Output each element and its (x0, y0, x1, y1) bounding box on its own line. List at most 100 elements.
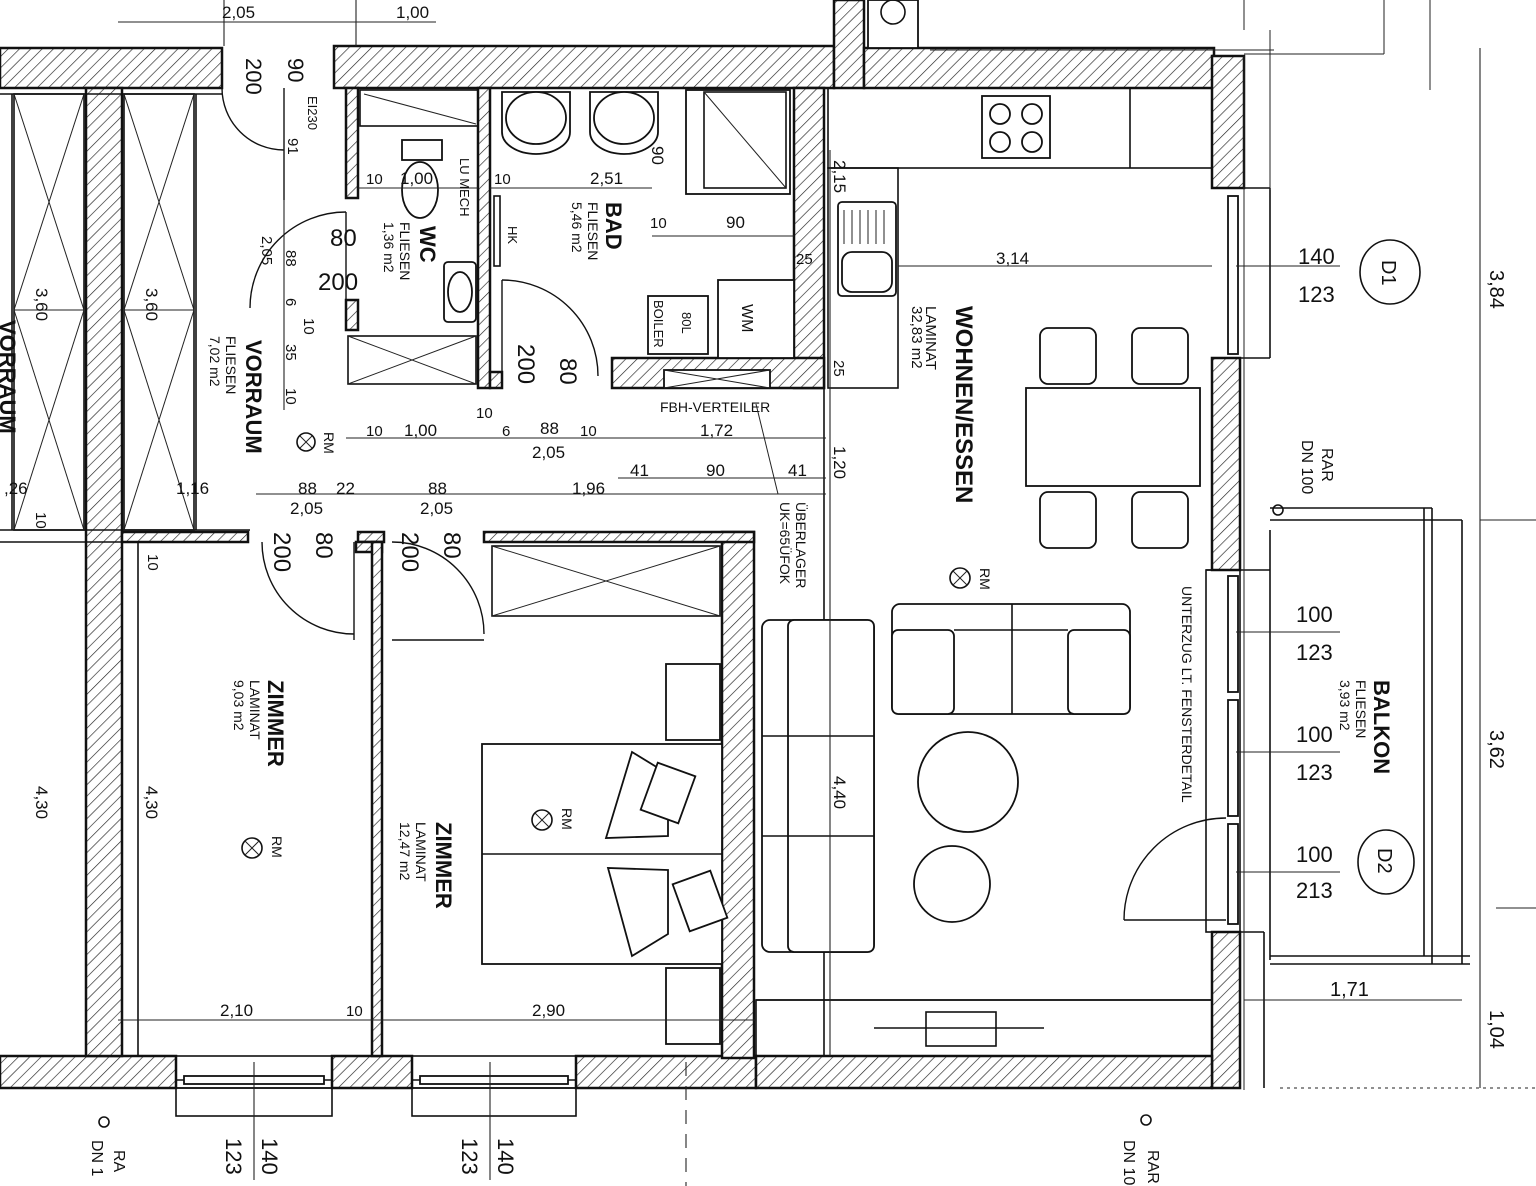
dim-text: 2,51 (590, 169, 623, 188)
dining-set (1025, 327, 1201, 549)
room-wohnen-floor: LAMINAT (922, 306, 939, 370)
dim-text: 2,90 (532, 1001, 565, 1020)
dim-text: 10 (366, 423, 383, 440)
wardrobes (13, 93, 721, 617)
boiler-label: BOILER (651, 300, 666, 348)
wall-top-right (862, 46, 1216, 90)
room-zimmer1-name: ZIMMER (263, 680, 288, 767)
room-wohnen-name: WOHNEN/ESSEN (950, 306, 977, 503)
bathroom-fixtures (359, 89, 795, 389)
dn-bottom-left: DN 1 (88, 1140, 105, 1177)
wall-bedroom-right (720, 530, 756, 1060)
room-zimmer1-area: 9,03 m2 (231, 680, 247, 731)
dim-text: 41 (788, 461, 807, 480)
dim-text: 200 (318, 269, 358, 296)
walls (0, 0, 1246, 1090)
dim-text: 1,04 (1485, 1010, 1507, 1049)
shower (685, 89, 791, 195)
wall-right-mid (1210, 356, 1242, 572)
wall-top-middle (332, 44, 836, 90)
room-balkon-area: 3,93 m2 (1337, 680, 1353, 731)
hk-label: HK (505, 226, 520, 244)
room-labels: WOHNEN/ESSEN LAMINAT 32,83 m2 BAD FLIESE… (0, 202, 1394, 909)
dimension-lines (118, 0, 1536, 1186)
wall-bad-stub (488, 370, 504, 390)
dimension-values-vertical: 200 90 91 80 200 2,05 88 6 10 35 10 90 8… (32, 58, 1507, 1175)
ei230-label: EI230 (305, 96, 320, 130)
annotations: RM RM RM RM EI230 LU MECH HK BOILER 80L … (88, 96, 1399, 1185)
dim-text: 10 (476, 405, 493, 422)
dim-text: 100 (1296, 722, 1333, 747)
dim-text: 88 (298, 479, 317, 498)
dim-text: 6 (502, 423, 510, 440)
marker-d1: D1 (1377, 260, 1399, 286)
dim-text: 3,62 (1485, 730, 1507, 769)
dim-text: 10 (282, 388, 299, 405)
doors (221, 87, 1227, 921)
dim-text: 140 (493, 1138, 518, 1175)
dim-text: 88 (540, 419, 559, 438)
fbh-label: FBH-VERTEILER (660, 399, 770, 415)
room-vorraum-name: VORRAUM (241, 340, 266, 454)
dim-text: 1,20 (830, 446, 849, 479)
dim-text: 123 (1298, 282, 1335, 307)
dim-text: 6 (282, 298, 299, 306)
wall-bottom-right (754, 1054, 1214, 1090)
wall-right-upper (1210, 54, 1246, 190)
wall-top-stub (832, 0, 866, 90)
room-zimmer1-floor: LAMINAT (247, 680, 263, 740)
dimension-values: 2,05 1,00 10 1,00 10 2,51 10 90 3,14 25 … (4, 3, 1369, 1020)
boiler (647, 295, 709, 355)
wall-bad-right (792, 86, 826, 390)
uk-label: UK=65ÜFOK (777, 502, 794, 585)
dim-text: 3,60 (142, 288, 161, 321)
light-icon (531, 809, 553, 831)
dim-text: 2,05 (222, 3, 255, 22)
lu-mech-label: LU MECH (457, 158, 472, 217)
dim-text: 140 (1298, 244, 1335, 269)
dim-text: 200 (512, 344, 539, 384)
wall-left-corridor-a (84, 86, 124, 1058)
dim-text: 213 (1296, 878, 1333, 903)
dim-text: 200 (241, 58, 266, 95)
dim-text: 80 (310, 532, 337, 559)
wall-bottom-mid1 (330, 1054, 414, 1090)
dim-text: 3,14 (996, 249, 1029, 268)
dim-text: 91 (284, 138, 301, 155)
dim-text: 1,72 (700, 421, 733, 440)
wall-bottom-mid2 (574, 1054, 758, 1090)
wm (717, 279, 795, 359)
ueberlager-label: ÜBERLAGER (793, 502, 810, 588)
dim-text: 41 (630, 461, 649, 480)
unterzug-label: UNTERZUG LT. FENSTERDETAIL (1179, 586, 1195, 803)
dim-text: ,26 (4, 479, 28, 498)
rar-bottom-right: RAR (1144, 1150, 1161, 1184)
dim-text: 80 (330, 225, 357, 252)
dim-text: 123 (457, 1138, 482, 1175)
dim-text: 200 (396, 532, 423, 572)
dim-text: 80 (438, 532, 465, 559)
dim-text: 140 (257, 1138, 282, 1175)
dim-text: 100 (1296, 842, 1333, 867)
room-wohnen-area: 32,83 m2 (908, 306, 925, 369)
bed (481, 663, 729, 1045)
dim-text: 1,00 (404, 421, 437, 440)
boiler-size-label: 80L (679, 312, 694, 334)
rm-label: RM (321, 432, 337, 454)
dim-text: 4,30 (32, 786, 51, 819)
room-balkon-floor: FLIESEN (1353, 680, 1369, 738)
dim-text: 2,05 (532, 443, 565, 462)
room-wc-area: 1,36 m2 (381, 222, 397, 273)
dim-text: 80 (554, 358, 581, 385)
dim-text: 4,30 (142, 786, 161, 819)
dim-text: 3,84 (1485, 270, 1507, 309)
dim-text: 2,05 (258, 236, 275, 265)
wall-right-lower (1210, 930, 1242, 1090)
dim-text: 10 (32, 512, 49, 529)
dim-text: 100 (1296, 602, 1333, 627)
dn-bottom-right: DN 10 (1120, 1140, 1137, 1185)
rm-label: RM (559, 808, 575, 830)
room-zimmer2-name: ZIMMER (431, 822, 456, 909)
wall-vorraum-bottom-l (120, 530, 250, 544)
